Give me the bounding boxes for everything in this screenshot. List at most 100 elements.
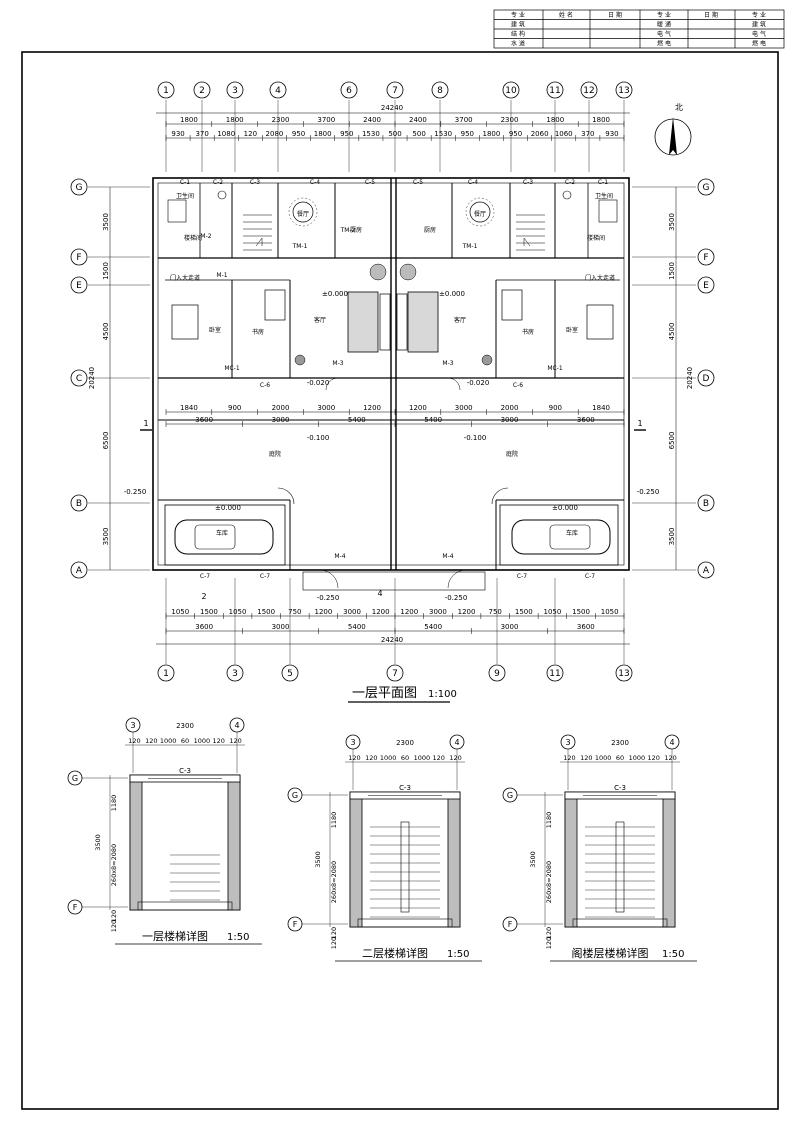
axis-label-right: D bbox=[703, 374, 710, 384]
dim-bottom-2: 1500 bbox=[257, 608, 275, 616]
detail-dim-total: 2300 bbox=[396, 739, 414, 747]
window-label: C-7 bbox=[260, 573, 270, 580]
detail-dim: 120 bbox=[213, 737, 225, 745]
detail-side-dim: 3500 bbox=[314, 851, 322, 868]
floor-plan bbox=[140, 177, 646, 591]
detail-dim-total: 2300 bbox=[611, 739, 629, 747]
detail-side-dim: 260x8=2080 bbox=[545, 861, 553, 903]
dim-mid-2: 3000 bbox=[501, 416, 519, 424]
door-label: TM-2 bbox=[340, 227, 356, 234]
door-label: M-4 bbox=[334, 553, 345, 560]
room-label: 门入大走道 bbox=[585, 274, 615, 282]
axis-label-left: G bbox=[76, 183, 83, 193]
room-label: 庭院 bbox=[506, 450, 518, 458]
dim-bottom-1: 5400 bbox=[348, 623, 366, 631]
axis-label-top: 11 bbox=[549, 86, 560, 96]
detail-dim: 60 bbox=[401, 754, 409, 762]
axis-label-left: C bbox=[76, 374, 82, 384]
axis-bubble bbox=[697, 178, 715, 196]
detail-side-dim: 1180 bbox=[330, 812, 338, 829]
dim-top-1: 2400 bbox=[363, 116, 381, 124]
dim-bottom-1: 3600 bbox=[195, 623, 213, 631]
axis-bubble bbox=[70, 561, 88, 579]
detail-dim: 120 bbox=[433, 754, 445, 762]
axis-bubble bbox=[340, 81, 358, 99]
axis-label-bottom: 1 bbox=[163, 669, 169, 679]
detail-axis-left: F bbox=[73, 903, 78, 912]
detail-dim: 120 bbox=[229, 737, 241, 745]
dim-top-1: 1800 bbox=[226, 116, 244, 124]
door-label: MC-1 bbox=[547, 365, 563, 372]
dim-top-2: 1080 bbox=[217, 130, 235, 138]
dim-top-2: 2060 bbox=[531, 130, 549, 138]
dim-left: 4500 bbox=[102, 323, 110, 341]
door-label: M-4 bbox=[442, 553, 453, 560]
north-arrow: 北 bbox=[654, 103, 692, 156]
window-label: C-3 bbox=[250, 179, 260, 186]
axis-bubble bbox=[70, 369, 88, 387]
window-label: C-7 bbox=[200, 573, 210, 580]
dim-top-2: 1530 bbox=[362, 130, 380, 138]
dim-top-2: 1800 bbox=[483, 130, 501, 138]
window-label: C-7 bbox=[585, 573, 595, 580]
title-block-header: 专 业 bbox=[752, 11, 766, 19]
room-label: 客厅 bbox=[454, 316, 466, 324]
room-label: 卫生间 bbox=[176, 192, 194, 200]
detail-window-label: C-3 bbox=[179, 767, 191, 775]
dim-bottom-2: 1200 bbox=[315, 608, 333, 616]
dim-top-1: 1800 bbox=[546, 116, 564, 124]
detail-side-dim: 3500 bbox=[94, 834, 102, 851]
room-label: 卧室 bbox=[209, 326, 221, 334]
dim-mid-1: 3000 bbox=[317, 404, 335, 412]
level-mark: ±0.000 bbox=[552, 504, 578, 512]
axis-bubble bbox=[546, 81, 564, 99]
dim-bottom-1: 3600 bbox=[577, 623, 595, 631]
detail-dim: 120 bbox=[348, 754, 360, 762]
dim-right: 3500 bbox=[668, 213, 676, 231]
axis-label-left: F bbox=[76, 253, 81, 263]
dim-top-1: 2300 bbox=[501, 116, 519, 124]
detail-dim: 120 bbox=[563, 754, 575, 762]
room-label: 书房 bbox=[252, 328, 264, 336]
window-label: C-6 bbox=[260, 382, 270, 389]
door-label: M-3 bbox=[442, 360, 453, 367]
axis-label-bottom: 11 bbox=[549, 669, 560, 679]
level-mark: -0.100 bbox=[307, 434, 330, 442]
detail-axis-top: 3 bbox=[565, 738, 570, 747]
dim-left: 3500 bbox=[102, 528, 110, 546]
room-label: 庭院 bbox=[269, 450, 281, 458]
detail-side-dim: 120 bbox=[110, 910, 118, 922]
room-label: 厨房 bbox=[424, 226, 436, 234]
detail-side-dim: 3500 bbox=[529, 851, 537, 868]
title-block-header: 专 业 bbox=[511, 11, 525, 19]
dim-mid-1: 1840 bbox=[180, 404, 198, 412]
detail-side-dim: 1180 bbox=[545, 812, 553, 829]
detail-axis-left: G bbox=[292, 791, 298, 800]
dim-top-1: 3700 bbox=[317, 116, 335, 124]
dim-left: 6500 bbox=[102, 432, 110, 450]
axis-label-right: G bbox=[703, 183, 710, 193]
axis-bubble bbox=[697, 494, 715, 512]
title-block-cell: 暖 通 bbox=[657, 21, 671, 29]
axis-label-right: F bbox=[703, 253, 708, 263]
detail-side-dim: 120 bbox=[545, 937, 553, 949]
axis-bubble bbox=[697, 369, 715, 387]
section-mark: 2 bbox=[201, 592, 206, 601]
dim-mid-2: 3000 bbox=[272, 416, 290, 424]
door-label: M-2 bbox=[200, 233, 211, 240]
dim-top-2: 370 bbox=[581, 130, 594, 138]
room-label: 餐厅 bbox=[474, 210, 486, 218]
dim-top-2: 1060 bbox=[555, 130, 573, 138]
detail-side-dim: 120 bbox=[545, 927, 553, 939]
detail-dim: 60 bbox=[181, 737, 189, 745]
detail-scale: 1:50 bbox=[662, 949, 684, 960]
detail-scale: 1:50 bbox=[447, 949, 469, 960]
dim-right: 1500 bbox=[668, 262, 676, 280]
detail-dim: 120 bbox=[648, 754, 660, 762]
level-mark: -0.250 bbox=[637, 488, 660, 496]
detail-title: 阁楼层楼梯详图 bbox=[572, 946, 649, 960]
